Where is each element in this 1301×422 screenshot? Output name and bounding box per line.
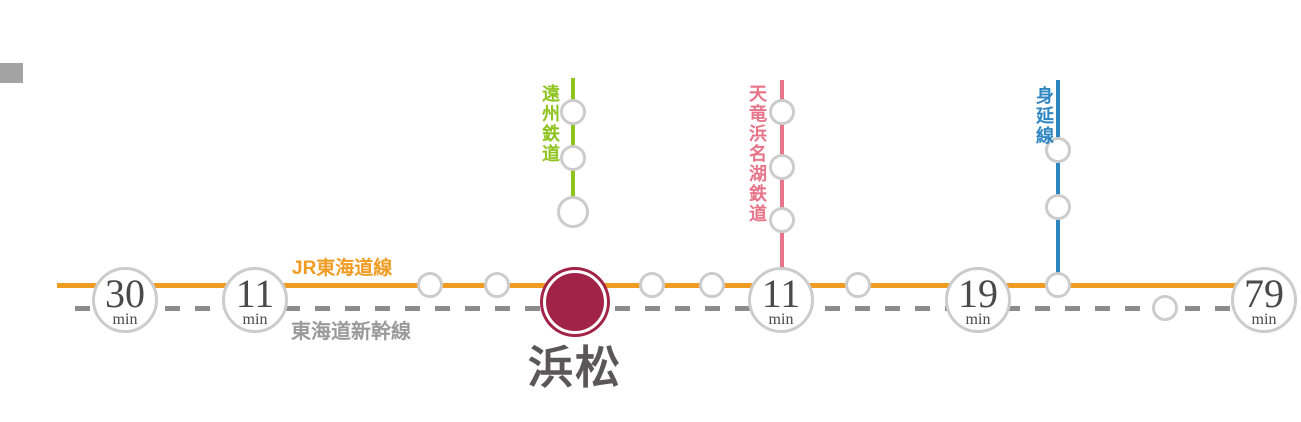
travel-time-badge: 79 min — [1231, 267, 1297, 333]
station-dot — [1152, 295, 1178, 321]
station-dot — [484, 272, 510, 298]
hamamatsu-station-name: 浜松 — [527, 342, 623, 393]
enshu-railway-label: 遠州鉄道 — [540, 84, 560, 164]
tokaido-shinkansen-line — [75, 306, 1248, 311]
minobu-line-label: 身延線 — [1034, 86, 1054, 146]
tenryu-hamanako-label: 天竜浜名湖鉄道 — [747, 84, 767, 224]
travel-time-value: 79 — [1244, 271, 1284, 316]
travel-time-value: 11 — [235, 271, 275, 316]
station-dot — [560, 99, 586, 125]
travel-time-badge: 19 min — [945, 267, 1011, 333]
travel-time-unit: min — [112, 311, 138, 328]
jr-tokaido-line-label: JR東海道線 — [292, 258, 393, 279]
station-dot — [769, 99, 795, 125]
travel-time-unit: min — [242, 311, 268, 328]
travel-time-unit: min — [965, 311, 991, 328]
travel-time-unit: min — [1251, 311, 1277, 328]
station-dot — [769, 207, 795, 233]
station-dot — [557, 196, 589, 228]
travel-time-badge: 11 min — [748, 267, 814, 333]
travel-time-badge: 11 min — [222, 267, 288, 333]
hamamatsu-station-marker — [543, 270, 607, 334]
station-dot — [769, 154, 795, 180]
tokaido-shinkansen-line-label: 東海道新幹線 — [291, 321, 411, 343]
travel-time-badge: 30 min — [92, 267, 158, 333]
station-dot — [560, 145, 586, 171]
travel-time-value: 11 — [761, 271, 801, 316]
station-dot — [699, 272, 725, 298]
travel-time-unit: min — [768, 311, 794, 328]
station-dot — [845, 272, 871, 298]
station-dot — [1045, 272, 1071, 298]
station-dot — [417, 272, 443, 298]
station-dot — [639, 272, 665, 298]
station-dot — [1045, 194, 1071, 220]
travel-time-value: 19 — [958, 271, 998, 316]
corner-rectangle — [0, 63, 23, 83]
station-dot — [1045, 137, 1071, 163]
minobu-line — [1056, 80, 1060, 285]
travel-time-value: 30 — [105, 271, 145, 316]
